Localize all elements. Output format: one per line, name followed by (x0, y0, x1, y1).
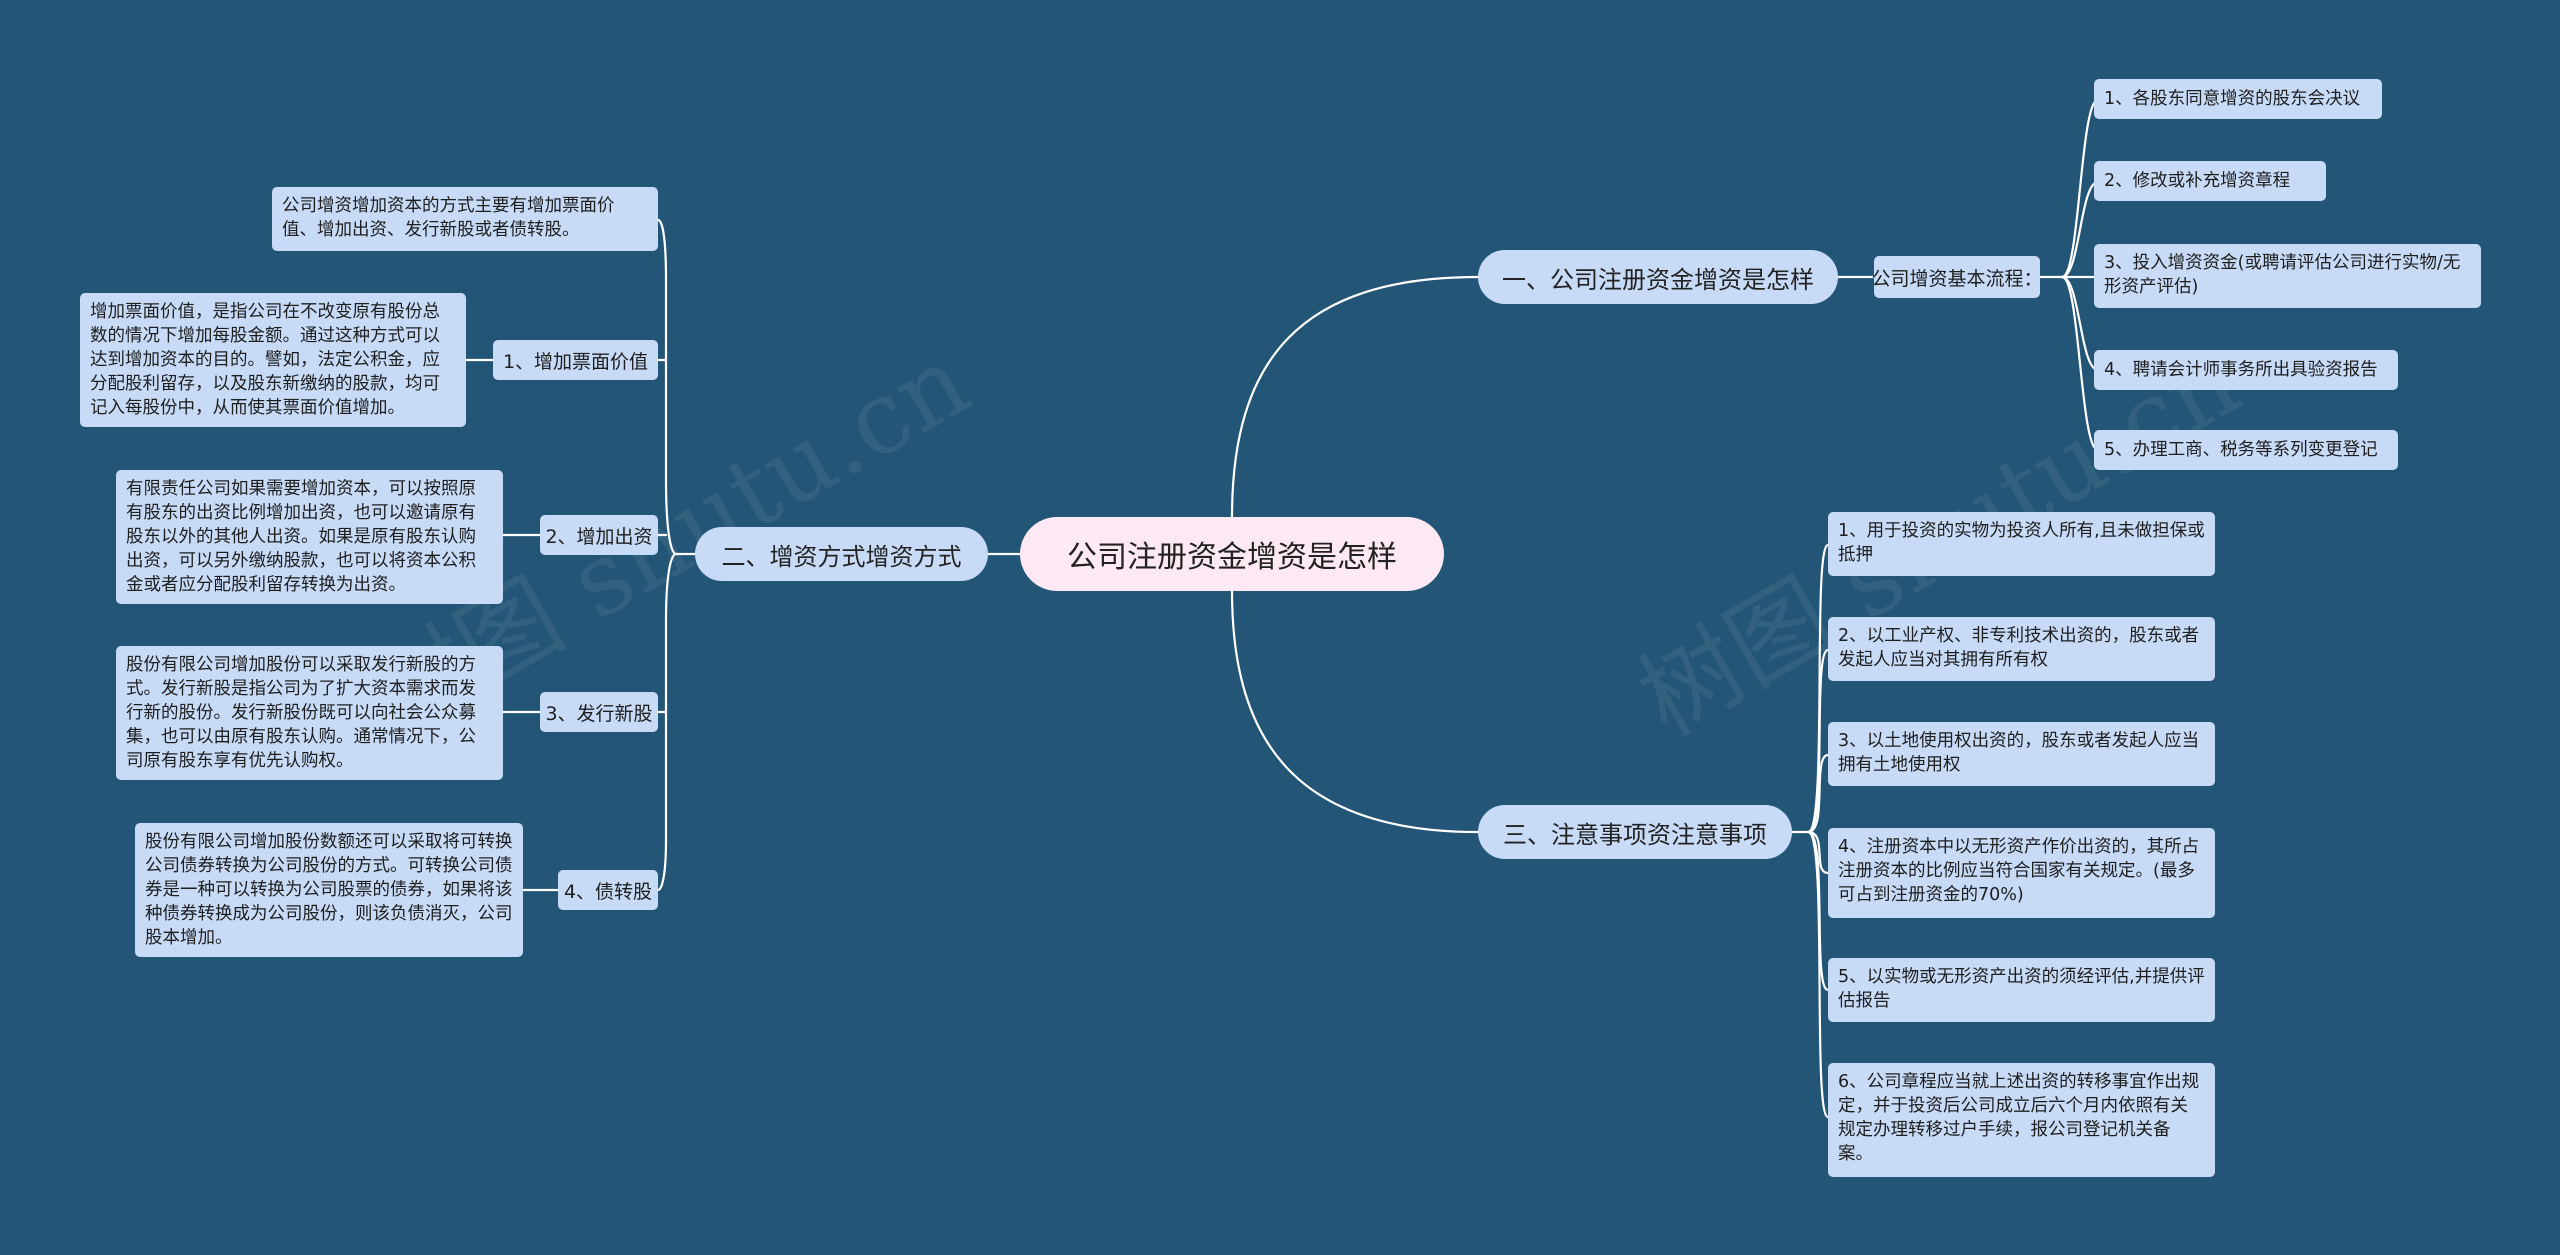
b2-intro[interactable]: 公司增资增加资本的方式主要有增加票面价值、增加出资、发行新股或者债转股。 (272, 187, 658, 251)
branch-topic-2[interactable]: 二、增资方式增资方式 (695, 527, 988, 581)
b2-sub-1[interactable]: 1、增加票面价值 (493, 340, 658, 380)
b3-item-6[interactable]: 6、公司章程应当就上述出资的转移事宜作出规定，并于投资后公司成立后六个月内依照有… (1828, 1063, 2215, 1177)
b3-item-2[interactable]: 2、以工业产权、非专利技术出资的，股东或者发起人应当对其拥有所有权 (1828, 617, 2215, 681)
b1-subtopic[interactable]: 公司增资基本流程： (1872, 256, 2043, 298)
b2-sub-2[interactable]: 2、增加出资 (540, 515, 658, 555)
branch-topic-3[interactable]: 三、注意事项资注意事项 (1478, 805, 1792, 859)
b2-leaf-2[interactable]: 有限责任公司如果需要增加资本，可以按照原有股东的出资比例增加出资，也可以邀请原有… (116, 470, 503, 604)
b1-item-1[interactable]: 1、各股东同意增资的股东会决议 (2094, 79, 2382, 119)
b2-leaf-1[interactable]: 增加票面价值，是指公司在不改变原有股份总数的情况下增加每股金额。通过这种方式可以… (80, 293, 466, 427)
b2-sub-4[interactable]: 4、债转股 (558, 870, 658, 910)
branch-topic-1[interactable]: 一、公司注册资金增资是怎样 (1478, 250, 1838, 304)
b3-item-4[interactable]: 4、注册资本中以无形资产作价出资的，其所占注册资本的比例应当符合国家有关规定。(… (1828, 828, 2215, 918)
b3-item-5[interactable]: 5、以实物或无形资产出资的须经评估,并提供评估报告 (1828, 958, 2215, 1022)
b1-item-5[interactable]: 5、办理工商、税务等系列变更登记 (2094, 430, 2398, 470)
b1-item-3[interactable]: 3、投入增资资金(或聘请评估公司进行实物/无形资产评估) (2094, 244, 2481, 308)
b1-item-4[interactable]: 4、聘请会计师事务所出具验资报告 (2094, 350, 2398, 390)
b3-item-1[interactable]: 1、用于投资的实物为投资人所有,且未做担保或抵押 (1828, 512, 2215, 576)
root-topic[interactable]: 公司注册资金增资是怎样 (1020, 517, 1444, 591)
b2-leaf-3[interactable]: 股份有限公司增加股份可以采取发行新股的方式。发行新股是指公司为了扩大资本需求而发… (116, 646, 503, 780)
b3-item-3[interactable]: 3、以土地使用权出资的，股东或者发起人应当拥有土地使用权 (1828, 722, 2215, 786)
b2-sub-3[interactable]: 3、发行新股 (540, 692, 658, 732)
b1-item-2[interactable]: 2、修改或补充增资章程 (2094, 161, 2326, 201)
b2-leaf-4[interactable]: 股份有限公司增加股份数额还可以采取将可转换公司债券转换为公司股份的方式。可转换公… (135, 823, 523, 957)
